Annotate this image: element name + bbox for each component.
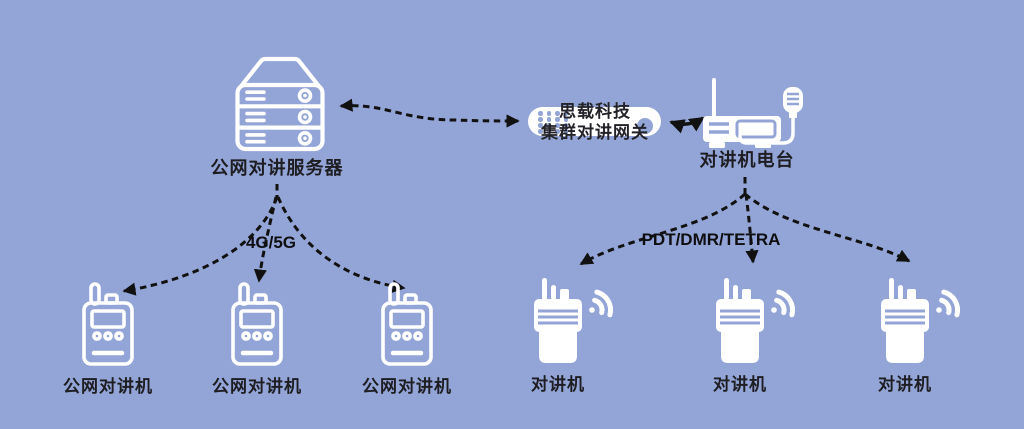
left-tech-label: 4G/5G [245,233,297,252]
link-server-gateway [339,98,520,128]
device-label: 对讲机 [531,375,585,394]
gateway-dots-grid [538,111,568,134]
radio-station-icon [703,78,803,148]
public-walkie-talkie-icon [82,282,134,366]
dmr-walkie-talkie-icon [881,278,960,363]
server-label: 公网对讲服务器 [210,158,344,178]
dmr-walkie-talkie-3: 对讲机 [835,277,975,395]
public-walkie-talkie-2: 公网对讲机 [187,279,327,397]
public-walkie-talkie-1: 公网对讲机 [38,279,178,397]
link-right-3 [744,192,911,263]
device-label: 公网对讲机 [63,377,153,396]
dmr-walkie-talkie-1: 对讲机 [488,277,628,395]
public-walkie-talkie-icon [381,282,433,366]
dmr-walkie-talkie-2: 对讲机 [670,277,810,395]
public-walkie-talkie-icon [231,282,283,366]
link-right-1 [579,192,747,266]
gateway-button-circle [637,118,653,134]
gateway-label-line2: 集群对讲网关 [541,123,649,142]
server-icon [235,56,325,152]
device-label: 公网对讲机 [362,377,452,396]
device-label: 对讲机 [713,375,767,394]
public-walkie-talkie-3: 公网对讲机 [337,279,477,397]
link-right-2 [744,193,759,264]
right-tech-label: PDT/DMR/TETRA [641,230,781,249]
radio-station-label: 对讲机电台 [699,150,795,170]
link-gateway-station [669,116,705,134]
dmr-walkie-talkie-icon [716,278,795,363]
link-left-2 [253,196,278,283]
gateway-label: 思载科技 集群对讲网关 [512,101,678,143]
dmr-walkie-talkie-icon [534,278,613,363]
gateway-label-line1: 思载科技 [559,102,631,121]
device-label: 公网对讲机 [212,377,302,396]
link-left-3 [276,196,406,293]
device-label: 对讲机 [878,375,932,394]
